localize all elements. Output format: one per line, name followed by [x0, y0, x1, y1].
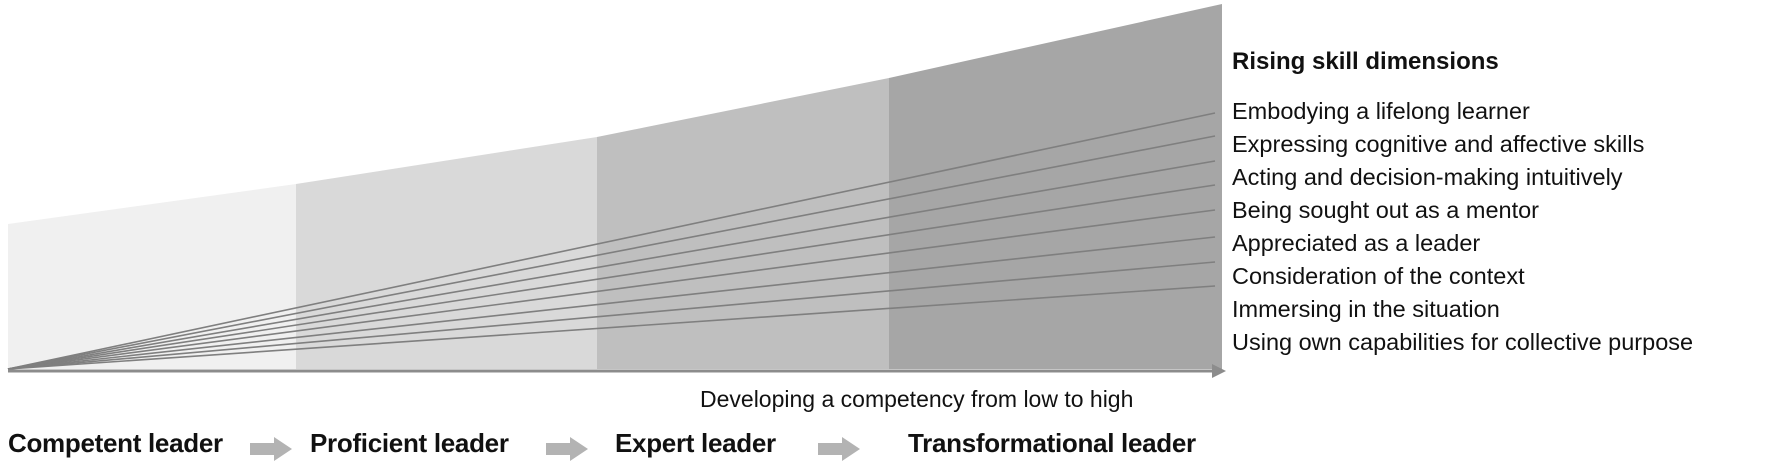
dimensions-title: Rising skill dimensions — [1232, 48, 1499, 75]
axis-caption: Developing a competency from low to high — [700, 386, 1134, 412]
skill-line — [7, 236, 1216, 370]
skill-line — [7, 209, 1216, 370]
dimension-item: Expressing cognitive and affective skill… — [1232, 131, 1645, 157]
stage-arrow-icon — [546, 437, 588, 461]
horizontal-axis — [8, 364, 1226, 378]
axis-arrowhead-icon — [1212, 364, 1226, 378]
skill-line — [7, 261, 1216, 370]
dimension-item: Acting and decision-making intuitively — [1232, 164, 1623, 190]
stage-label-expert: Expert leader — [615, 428, 776, 458]
stage-arrow-icon — [250, 437, 292, 461]
stage-label-proficient: Proficient leader — [310, 428, 509, 458]
skill-lines — [7, 112, 1216, 370]
dimension-item: Appreciated as a leader — [1232, 230, 1481, 256]
skill-line — [7, 160, 1216, 370]
dimension-item: Being sought out as a mentor — [1232, 197, 1540, 223]
skill-line — [7, 112, 1216, 370]
dimension-item: Embodying a lifelong learner — [1232, 98, 1530, 124]
skill-line — [7, 184, 1216, 370]
skill-line — [7, 285, 1216, 370]
stage-band — [296, 137, 597, 369]
dimension-item: Consideration of the context — [1232, 263, 1525, 289]
stage-bands — [8, 4, 1222, 369]
skill-line — [7, 135, 1216, 370]
dimension-item: Using own capabilities for collective pu… — [1232, 329, 1694, 355]
stage-label-competent: Competent leader — [8, 428, 223, 458]
stage-label-transformational: Transformational leader — [908, 428, 1196, 458]
dimension-item: Immersing in the situation — [1232, 296, 1500, 322]
stage-arrow-icon — [818, 437, 860, 461]
dimensions-list: Embodying a lifelong learner Expressing … — [1232, 95, 1693, 359]
stage-band — [889, 4, 1222, 369]
